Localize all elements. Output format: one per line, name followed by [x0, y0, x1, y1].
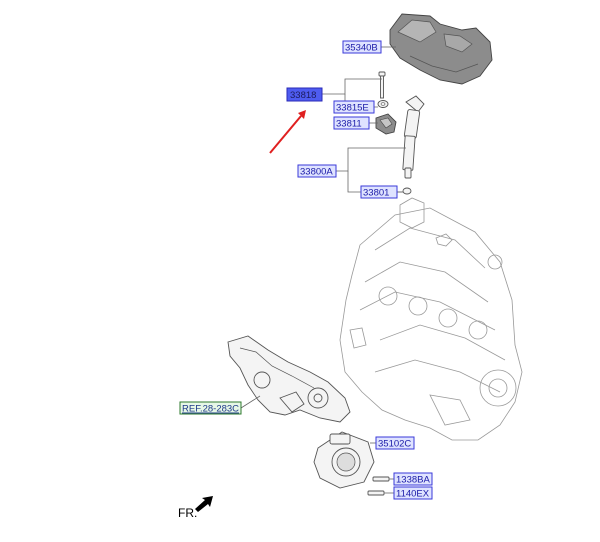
- part-label-text: 33815E: [336, 103, 369, 114]
- ref-label-28-283C[interactable]: REF.28-283C: [179, 401, 242, 415]
- part-label-text: 35102C: [378, 439, 411, 450]
- part-label-33818[interactable]: 33818: [286, 87, 323, 102]
- part-label-1338BA[interactable]: 1338BA: [393, 472, 433, 486]
- fuel-injector: [402, 95, 425, 179]
- part-label-33815E[interactable]: 33815E: [333, 100, 375, 114]
- part-label-text: 1140EX: [396, 489, 430, 500]
- part-label-33811[interactable]: 33811: [333, 116, 370, 130]
- part-label-33801[interactable]: 33801: [360, 185, 398, 199]
- front-indicator-label: FR.: [178, 506, 197, 520]
- part-label-text: 1338BA: [396, 475, 430, 486]
- throttle-bolt-a: [372, 476, 390, 482]
- part-label-33800A[interactable]: 33800A: [297, 164, 337, 178]
- egr-pipe-assembly: [227, 335, 351, 423]
- part-label-text: 33801: [363, 188, 389, 199]
- ref-label-text: REF.28-283C: [182, 404, 239, 415]
- part-label-text: 33800A: [300, 167, 333, 178]
- part-label-1140EX[interactable]: 1140EX: [393, 486, 433, 500]
- engine-block: [339, 197, 523, 441]
- highlight-arrow: [269, 110, 306, 154]
- washer-top: [377, 100, 389, 108]
- injector-bolt: [378, 71, 386, 99]
- throttle-body: [313, 431, 375, 489]
- injector-clamp: [375, 113, 397, 135]
- engine-cover: [389, 13, 493, 85]
- part-label-text: 33818: [290, 90, 316, 101]
- part-label-35340B[interactable]: 35340B: [342, 40, 382, 54]
- part-label-35102C[interactable]: 35102C: [375, 436, 415, 450]
- part-label-text: 33811: [336, 119, 362, 130]
- front-arrow-icon: [195, 496, 213, 512]
- leader-lines: [240, 46, 406, 494]
- throttle-bolt-b: [367, 490, 385, 496]
- washer-bottom: [402, 187, 412, 195]
- part-label-text: 35340B: [345, 43, 378, 54]
- front-indicator: FR.: [178, 496, 213, 520]
